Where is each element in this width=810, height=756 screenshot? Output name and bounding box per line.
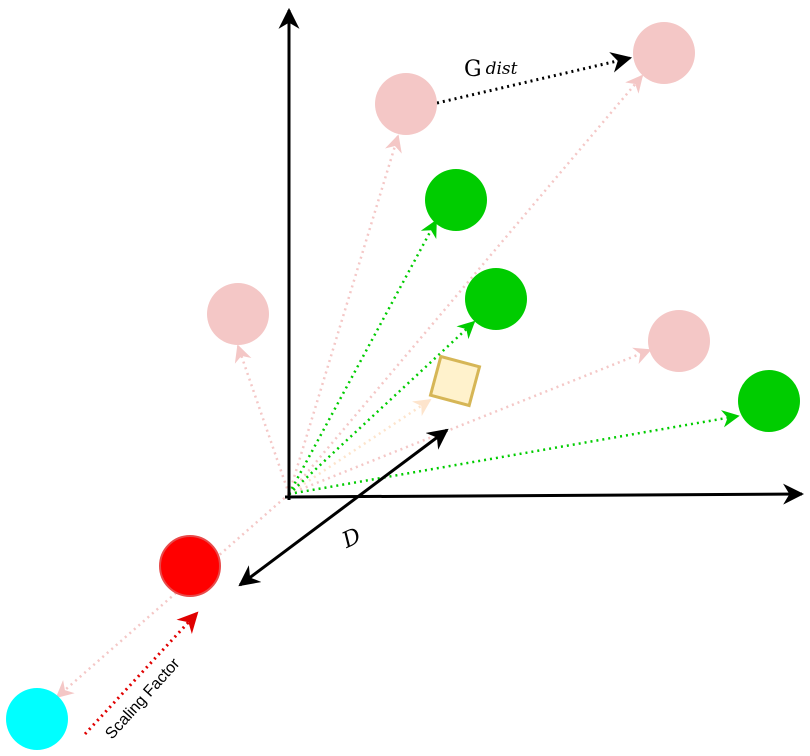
pink-nodes: [207, 22, 710, 372]
cyan-node: [6, 688, 68, 750]
green-node-middle: [465, 268, 527, 330]
d-label: D: [338, 523, 366, 554]
green-vector-right: [288, 410, 740, 496]
pink-vector-top-right: [288, 74, 644, 495]
g-dist-label-sub: dist: [486, 59, 518, 79]
green-nodes: [425, 169, 800, 432]
pink-node-top-right: [633, 22, 695, 84]
g-dist-label-main: G: [464, 57, 482, 82]
red-node: [159, 535, 221, 597]
scaling-factor-label: Scaling Factor: [102, 655, 184, 743]
peach-vector-to-square: [288, 398, 432, 496]
green-node-top: [425, 169, 487, 231]
axes: [278, 7, 805, 505]
green-vector-top: [287, 219, 438, 495]
pink-vector-upper-left: [234, 344, 291, 495]
scaling-factor-arrow: [83, 611, 199, 736]
pink-node-right: [648, 310, 710, 372]
pink-node-top: [375, 73, 437, 135]
pink-vectors: [55, 74, 652, 699]
pink-node-left: [207, 283, 269, 345]
green-node-right: [738, 370, 800, 432]
query-square: [428, 354, 482, 408]
green-vector-middle: [288, 320, 476, 495]
d-arrow: [238, 428, 449, 587]
pink-vector-top: [287, 134, 402, 495]
